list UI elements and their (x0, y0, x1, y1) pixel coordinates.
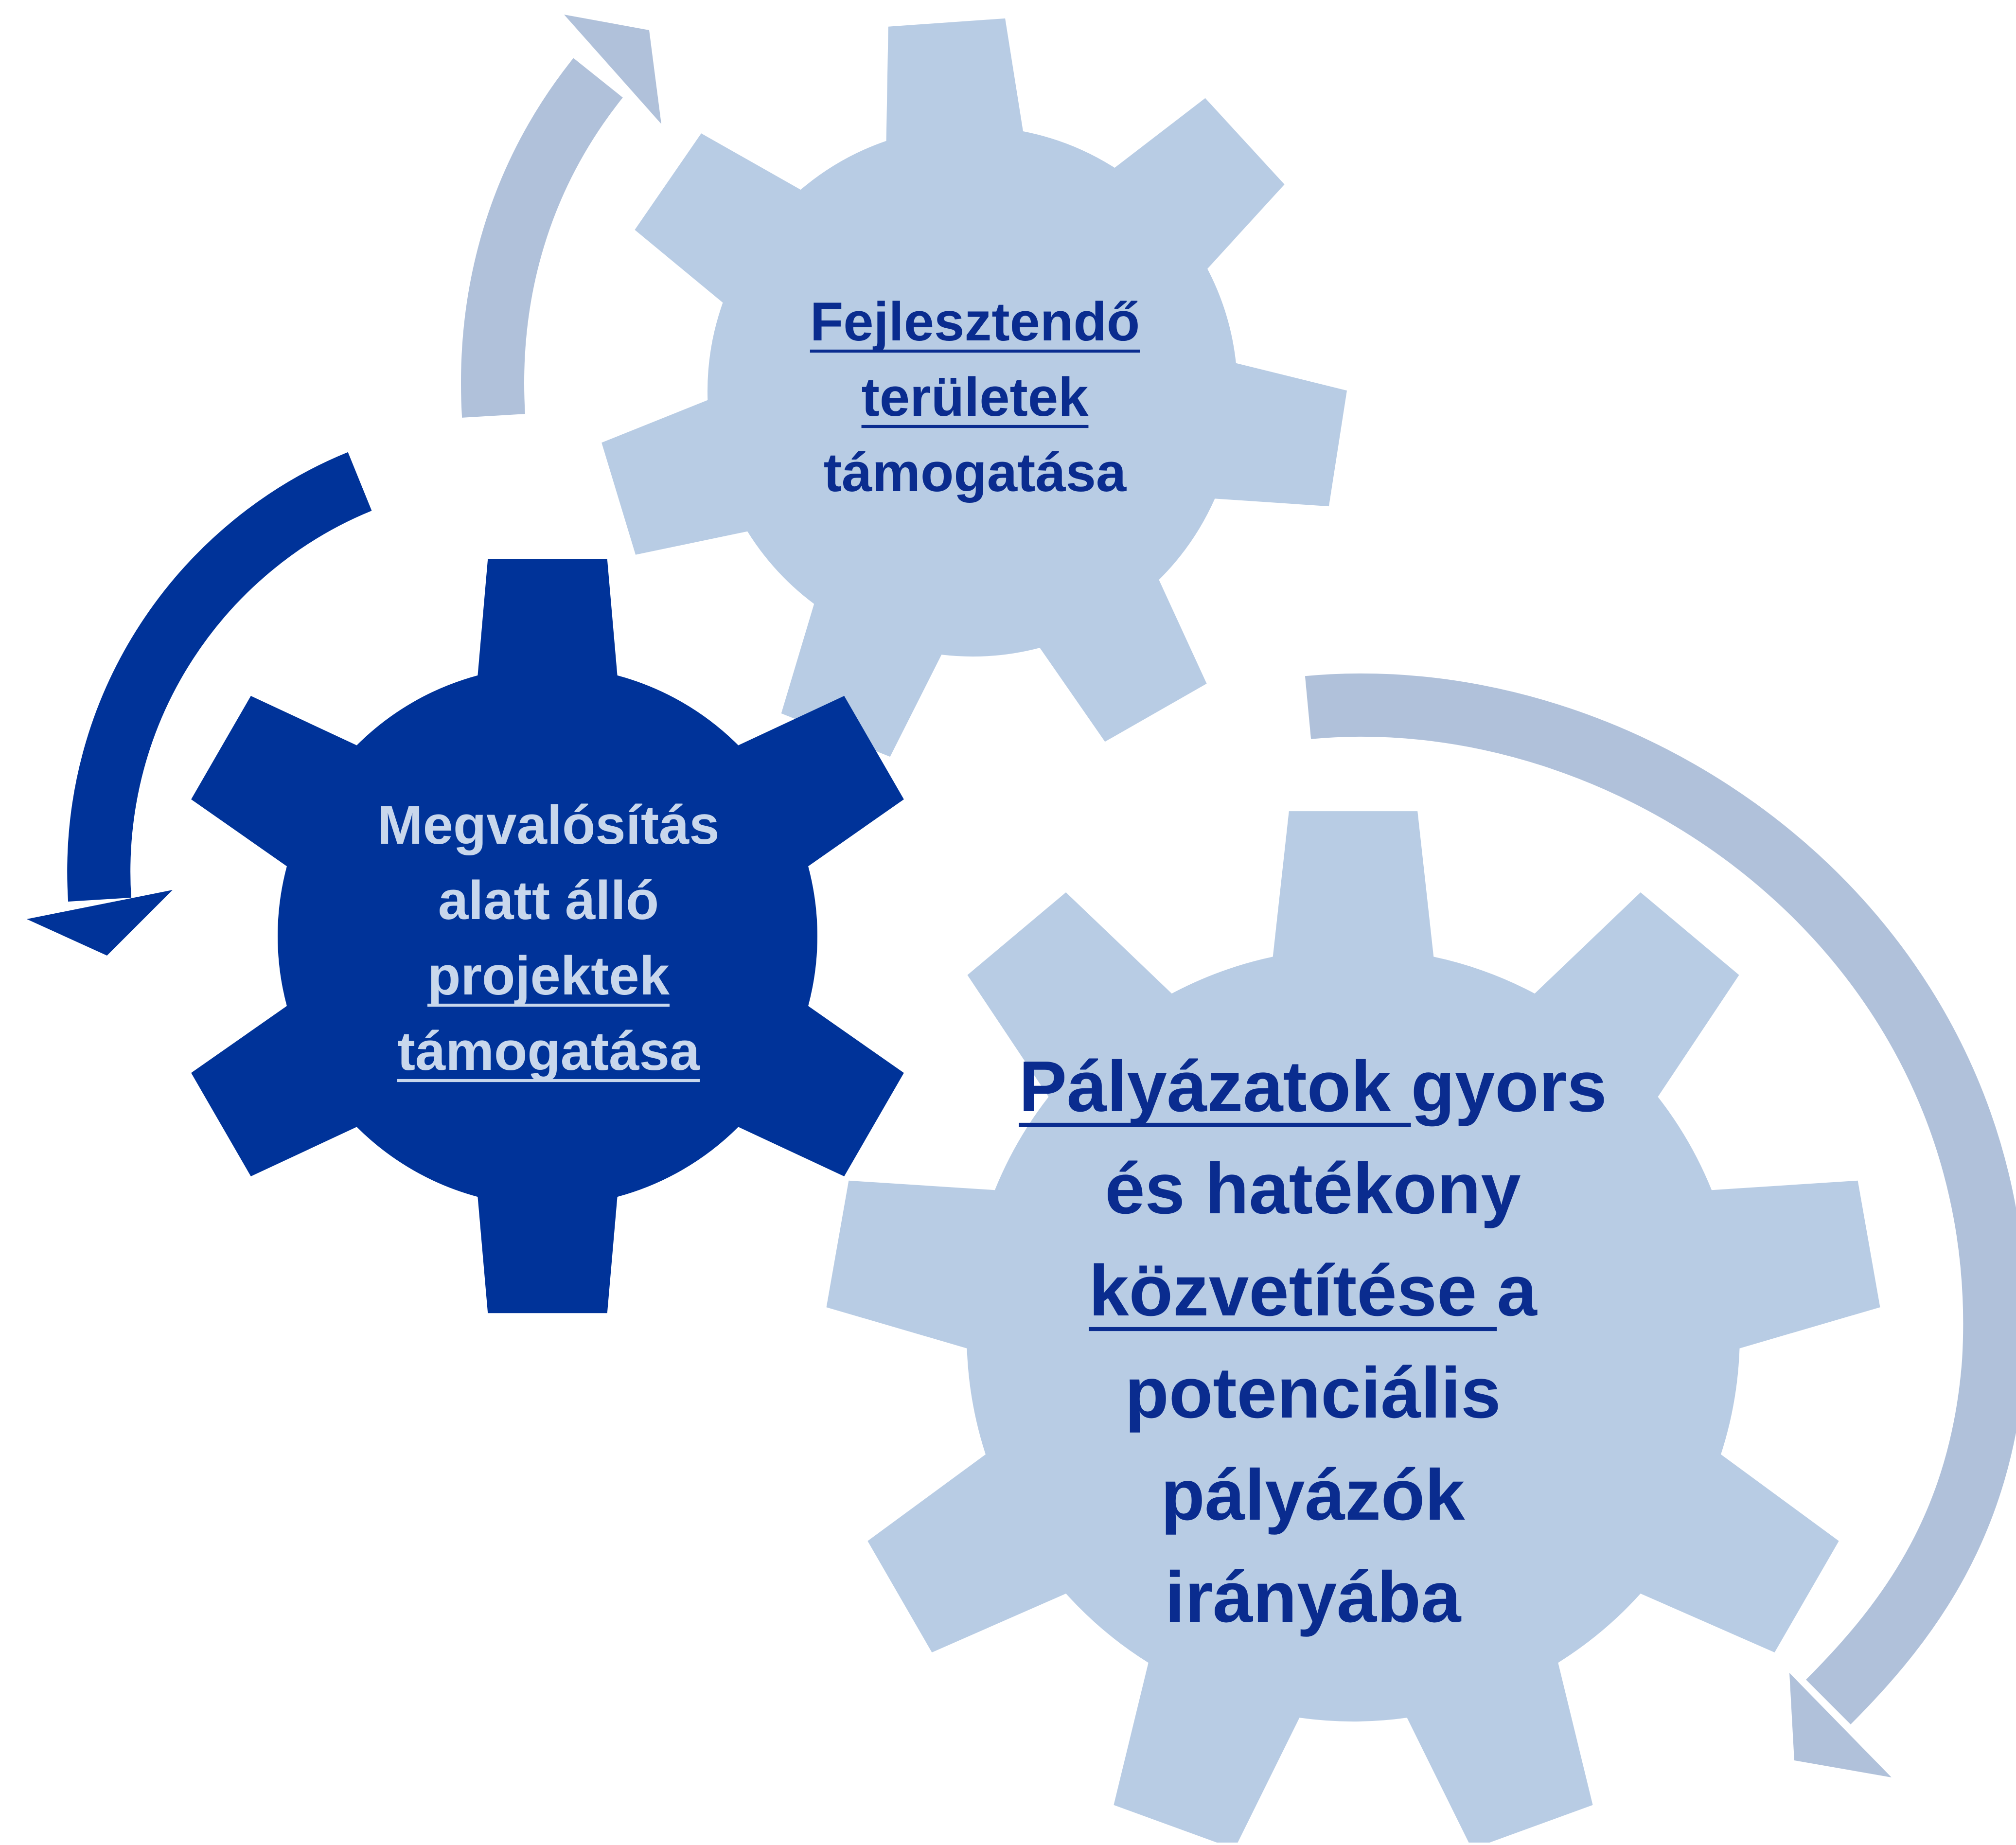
gear-top-label: Fejlesztendő területek támogatása (810, 291, 1140, 503)
label-line: alatt álló (438, 870, 659, 931)
underlined-text: Pályázatok (1019, 1047, 1411, 1127)
arrow-right-shaft (1305, 673, 2016, 1724)
text-segment: a (1497, 1251, 1538, 1331)
gear-left-shape (191, 559, 904, 1313)
curved-arrow-left (27, 452, 372, 956)
label-line: Megvalósítás (377, 795, 719, 855)
gear-bottom-label: Pályázatok gyors és hatékony közvetítése a… (1019, 1047, 1607, 1637)
underlined-text: közvetítése (1089, 1251, 1497, 1331)
label-line: és hatékony (1105, 1149, 1521, 1229)
label-line: közvetítése a (1089, 1251, 1538, 1331)
underlined-text: projektek (427, 945, 670, 1006)
text-segment: alatt álló (438, 870, 659, 931)
curved-arrow-top-left (461, 15, 661, 418)
arrow-top-left-head (564, 15, 661, 124)
label-line: támogatása (397, 1021, 700, 1082)
arrow-left-head (27, 890, 173, 956)
underlined-text: területek (862, 367, 1089, 427)
underlined-text: támogatása (397, 1021, 700, 1082)
gear-top-shape (601, 18, 1347, 757)
text-segment: és hatékony (1105, 1149, 1521, 1229)
underlined-text: Fejlesztendő (810, 291, 1140, 352)
label-line: Fejlesztendő (810, 291, 1140, 352)
label-line: potenciális (1125, 1353, 1501, 1433)
arrow-right-head (1789, 1673, 1892, 1777)
text-segment: Megvalósítás (377, 795, 719, 855)
label-line: támogatása (824, 442, 1127, 503)
text-segment: pályázók (1161, 1455, 1465, 1535)
label-line: pályázók (1161, 1455, 1465, 1535)
text-segment: gyors (1411, 1047, 1607, 1127)
text-segment: potenciális (1125, 1353, 1501, 1433)
gear-left-label: Megvalósítás alatt álló projektek támogatás… (377, 795, 720, 1082)
arrow-top-left-shaft (461, 58, 623, 418)
curved-arrow-right (1305, 673, 2016, 1777)
arrow-left-shaft (67, 452, 372, 902)
label-line: projektek (427, 945, 670, 1006)
label-line: területek (862, 367, 1089, 427)
text-segment: irányába (1165, 1557, 1462, 1637)
label-line: Pályázatok gyors (1019, 1047, 1607, 1127)
label-line: irányába (1165, 1557, 1462, 1637)
text-segment: támogatása (824, 442, 1127, 503)
